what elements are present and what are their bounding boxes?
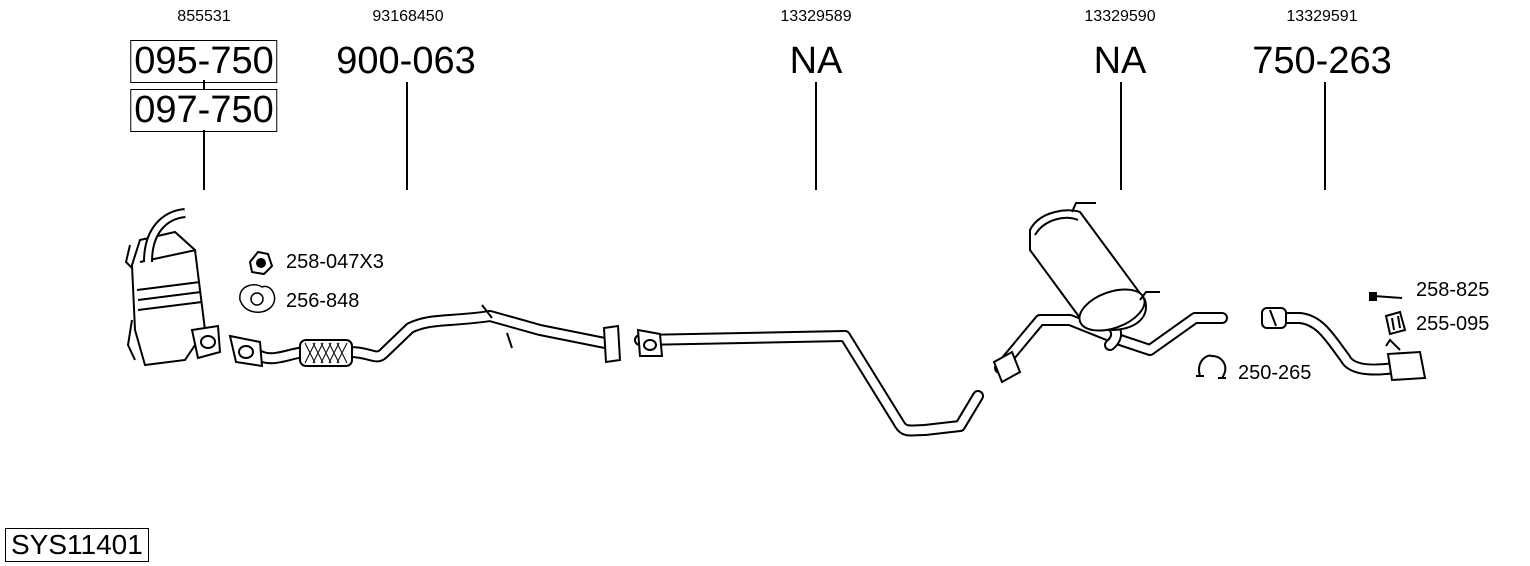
connector-line-catalyst [203,80,205,90]
front-pipe-icon[interactable] [228,304,622,368]
leader-line-catalyst [203,130,205,190]
center-pipe-icon[interactable] [634,328,984,437]
accessory-rubber-label[interactable]: 255-095 [1416,313,1490,335]
part-number-rear-silencer[interactable]: NA [1093,40,1147,82]
leader-line-tail-pipe [1324,82,1326,190]
rear-silencer-icon[interactable] [992,202,1228,384]
part-number-center-pipe[interactable]: NA [789,40,843,82]
part-number-front-pipe[interactable]: 900-063 [336,40,476,82]
accessory-clamp-label[interactable]: 250-265 [1238,362,1312,384]
gasket-icon[interactable] [239,284,276,313]
accessory-bolt-label[interactable]: 258-825 [1416,279,1490,301]
clamp-icon[interactable] [1196,354,1227,379]
system-code-label: SYS11401 [5,528,149,562]
oem-number-center-pipe: 13329589 [780,8,852,25]
nut-icon[interactable] [248,250,274,276]
leader-line-center-pipe [815,82,817,190]
oem-number-catalyst: 855531 [177,8,231,25]
accessory-gasket-label[interactable]: 256-848 [286,290,360,312]
rubber-mount-icon[interactable] [1384,310,1407,336]
oem-number-front-pipe: 93168450 [372,8,444,25]
tail-pipe-icon[interactable] [1261,307,1427,382]
part-number-tail-pipe[interactable]: 750-263 [1252,40,1392,82]
accessory-nut-label[interactable]: 258-047X3 [286,251,384,273]
oem-number-rear-silencer: 13329590 [1084,8,1156,25]
leader-line-rear-silencer [1120,82,1122,190]
part-number-catalyst-1[interactable]: 095-750 [130,40,278,83]
bolt-icon[interactable] [1369,292,1403,301]
oem-number-tail-pipe: 13329591 [1286,8,1358,25]
leader-line-front-pipe [406,82,408,190]
catalytic-converter-icon[interactable] [124,208,222,367]
